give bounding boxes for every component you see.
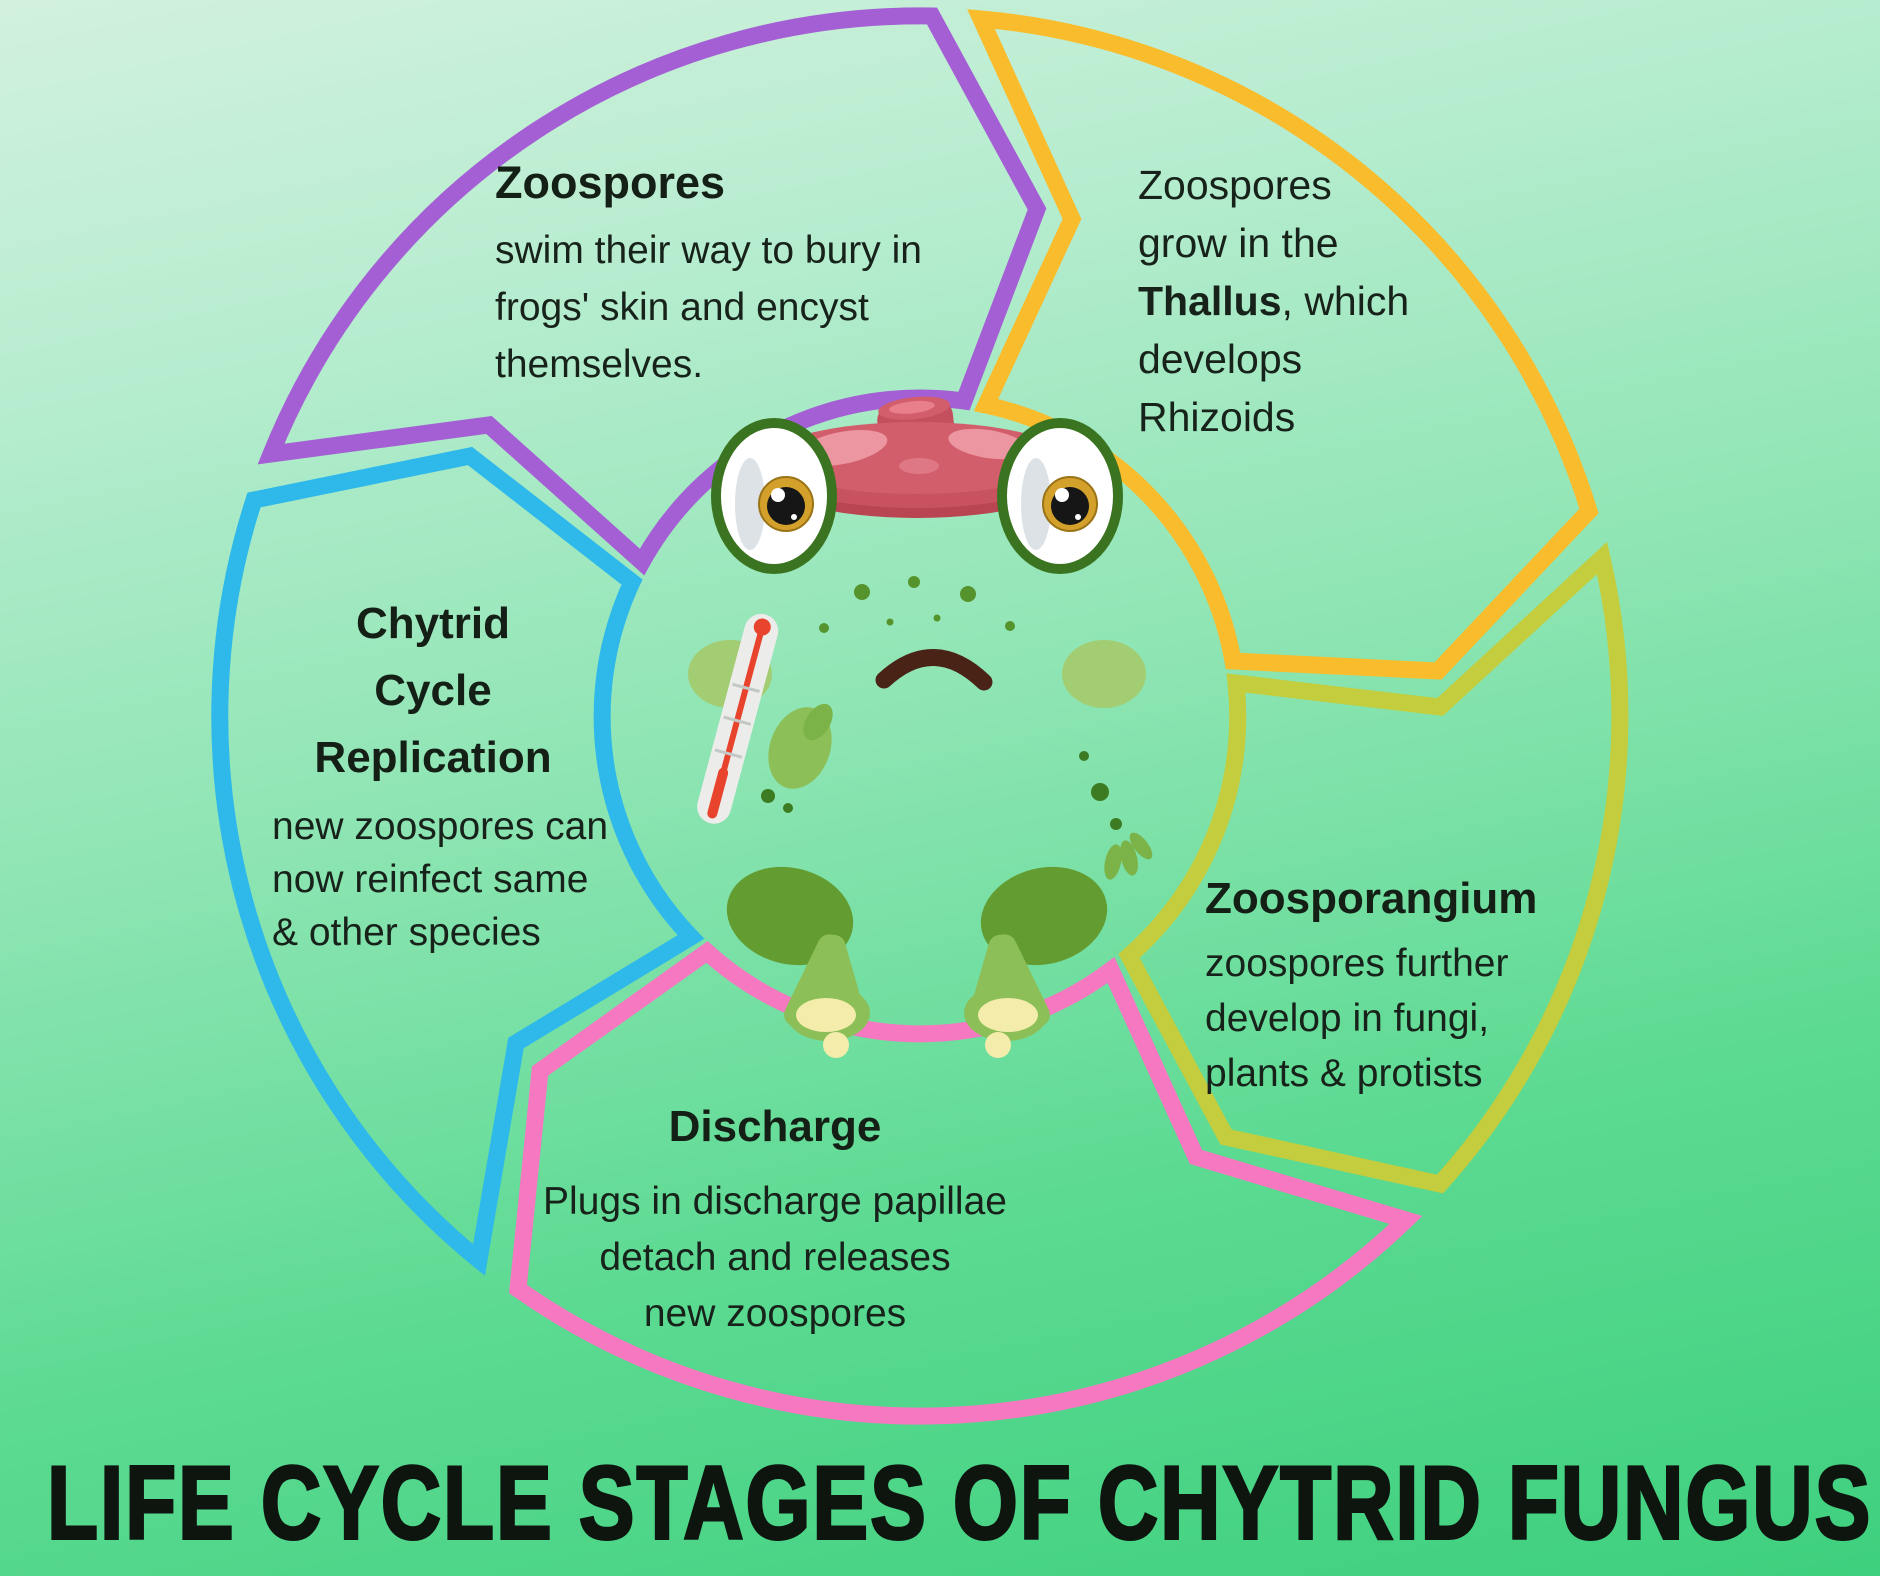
stage-body-line: Thallus, which [1138,278,1410,324]
stage-body-line: Plugs in discharge papillae [543,1180,1007,1223]
stage-body-line: plants & protists [1205,1052,1483,1095]
stage-body-line: zoospores further [1205,942,1509,985]
stage-body-line: Rhizoids [1138,394,1296,440]
stage-body-line: swim their way to bury in [495,229,922,272]
thermometer-icon [697,613,779,824]
sick-frog-ice-pack-thermometer-icon [688,396,1153,1058]
stage-text-thallus: Zoospores grow in the Thallus, which dev… [1138,156,1409,446]
page-title: LIFE CYCLE STAGES OF CHYTRID FUNGUS [46,1443,1873,1563]
stage-body-line: develops [1138,336,1303,382]
stage-body-line: new zoospores can [272,805,609,848]
stage-heading: Discharge [668,1102,882,1151]
stage-body-line: themselves. [495,343,704,386]
frog-eyes [711,418,1123,574]
frown-mouth [875,649,993,691]
stage-text-discharge: Discharge Plugs in discharge papillae de… [445,1098,1105,1342]
stage-text-zoosporangium: Zoosporangium zoospores further develop … [1205,868,1537,1101]
ice-pack-icon [759,396,1075,518]
stage-heading: Zoospores [495,157,726,208]
ring-segment-discharge [509,941,1423,1425]
stage-heading: Zoosporangium [1205,874,1538,923]
ring-segment-replication [211,446,705,1276]
frog-left-foot [784,934,870,1058]
frog-right-foot [964,934,1050,1058]
stage-body-line: new zoospores [643,1292,907,1335]
stage-body-line: develop in fungi, [1205,997,1490,1040]
ring-segment-zoosporangium [1118,541,1629,1194]
stage-text-replication: new zoospores can now reinfect same & ot… [272,800,608,959]
stage-body-line: detach and releases [599,1236,951,1279]
stage-heading-replication: Chytrid Cycle Replication [314,599,552,782]
stage-text-zoospores: Zoospores swim their way to bury in frog… [495,152,922,393]
stage-body-line: grow in the [1138,220,1339,266]
stage-body-line: frogs' skin and encyst [495,286,869,329]
stage-body-line: & other species [272,911,541,954]
stage-body-line: Zoospores [1138,162,1332,208]
stage-body-line: now reinfect same [272,858,589,901]
